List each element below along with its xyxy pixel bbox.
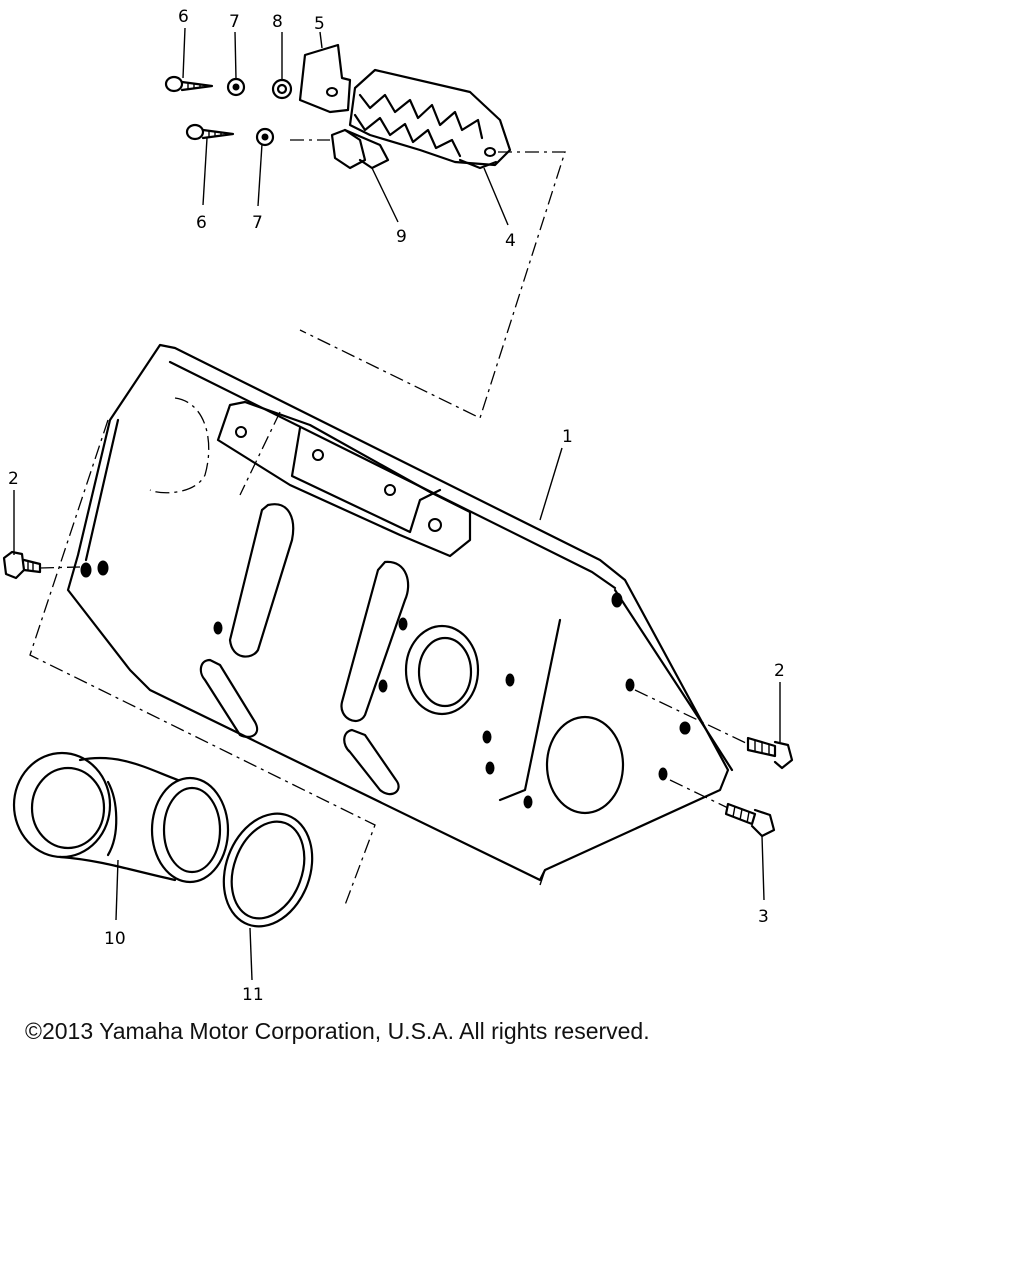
callout-9: 9 — [396, 227, 407, 247]
callout-11: 11 — [242, 985, 264, 1000]
leader-lines — [13, 27, 781, 981]
parts-diagram: 6 7 8 5 6 7 9 4 1 2 2 3 10 11 — [2, 7, 794, 1000]
callout-5: 5 — [314, 14, 325, 34]
part-9-clamp — [330, 128, 390, 170]
part-5-bracket — [298, 43, 352, 114]
callout-1: 1 — [562, 427, 573, 447]
part-7-washer-upper — [226, 77, 246, 97]
part-3-bolt — [724, 802, 776, 838]
callout-2-left: 2 — [8, 469, 19, 489]
callout-10: 10 — [104, 929, 126, 949]
callout-7-top: 7 — [229, 12, 240, 32]
part-6-screw-lower — [185, 123, 235, 141]
callout-3: 3 — [758, 907, 769, 927]
part-4-housing — [348, 68, 512, 170]
callout-4: 4 — [505, 231, 516, 251]
part-8-washer — [271, 78, 293, 100]
callout-2-right: 2 — [774, 661, 785, 681]
part-11-ring — [222, 812, 314, 928]
part-2-bolt-left — [2, 550, 42, 580]
assembly-lines — [29, 139, 749, 906]
callout-6-top: 6 — [178, 7, 189, 27]
part-1-plate — [66, 343, 734, 886]
part-6-screw-upper — [164, 75, 214, 93]
callout-7-bottom: 7 — [252, 213, 263, 233]
callout-6-bottom: 6 — [196, 213, 207, 233]
callouts: 6 7 8 5 6 7 9 4 1 2 2 3 10 11 — [8, 7, 785, 1000]
part-2-bolt-right — [746, 736, 794, 770]
copyright-notice: ©2013 Yamaha Motor Corporation, U.S.A. A… — [25, 1018, 650, 1044]
part-7-washer-lower — [255, 127, 275, 147]
part-10-boot — [12, 751, 230, 884]
callout-8: 8 — [272, 12, 283, 32]
